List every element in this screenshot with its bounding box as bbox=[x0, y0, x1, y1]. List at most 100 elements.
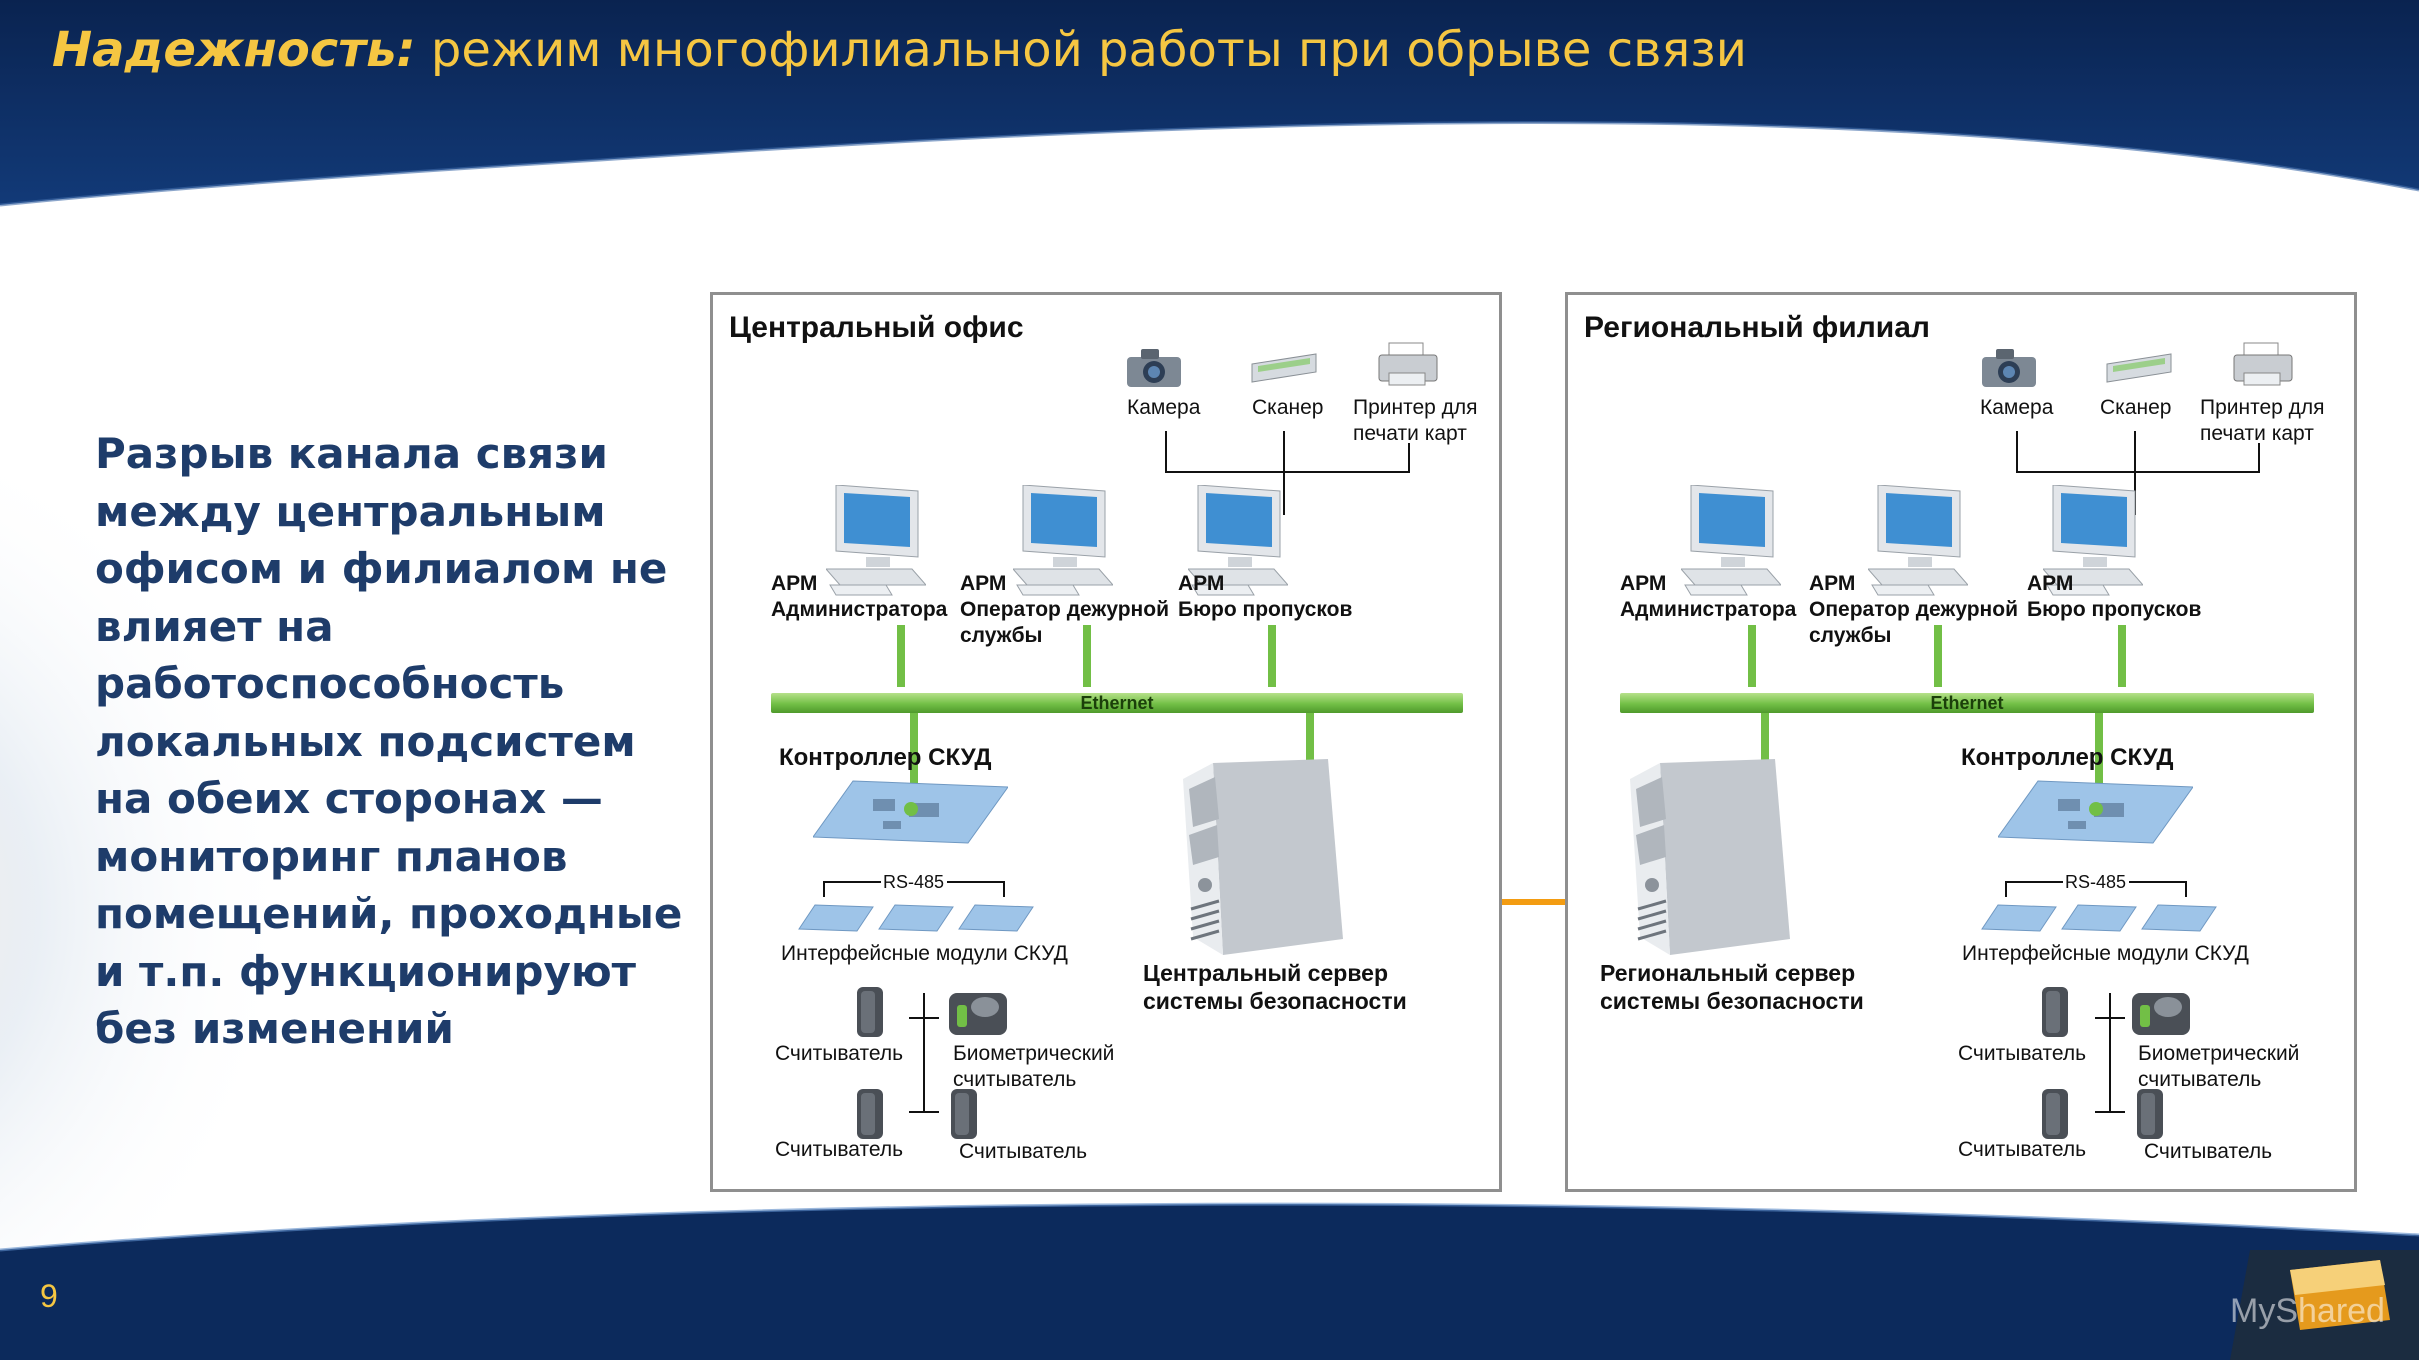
ethernet-link bbox=[897, 625, 905, 687]
computer-icon bbox=[1188, 485, 1288, 596]
scanner-icon bbox=[1251, 353, 1317, 383]
connector bbox=[1165, 471, 1410, 473]
biometric-reader-label: Биометрический считыватель bbox=[2138, 1042, 2300, 1091]
server-label: Центральный сервер системы безопасности bbox=[1143, 960, 1407, 1014]
ethernet-label: Ethernet bbox=[1080, 693, 1154, 713]
ethernet-bus: Ethernet bbox=[771, 693, 1463, 713]
connector bbox=[2258, 443, 2260, 473]
reader-icon bbox=[2137, 1089, 2163, 1139]
connector bbox=[2005, 881, 2063, 883]
ethernet-label: Ethernet bbox=[1930, 693, 2004, 713]
header-band bbox=[0, 0, 2419, 205]
reader-icon bbox=[2042, 987, 2068, 1037]
reader-icon bbox=[857, 1089, 883, 1139]
printer-icon bbox=[2233, 342, 2293, 386]
arm-pass-label: АРМ Бюро пропусков bbox=[2027, 572, 2202, 621]
connector bbox=[1283, 431, 1285, 473]
biometric-reader-icon bbox=[2132, 993, 2190, 1035]
biometric-reader-icon bbox=[949, 993, 1007, 1035]
controller-board-icon bbox=[813, 780, 1008, 844]
arm-duty-label: АРМ Оператор дежурной службы bbox=[960, 572, 1169, 647]
connector bbox=[923, 993, 925, 1111]
slide-title: Надежность: режим многофилиальной работы… bbox=[52, 22, 1747, 78]
rs485-label: RS-485 bbox=[883, 872, 945, 892]
server-icon bbox=[1630, 759, 1790, 955]
scanner-icon bbox=[2106, 353, 2172, 383]
body-text: Разрыв канала связи между центральным оф… bbox=[95, 429, 683, 1053]
modules-label: Интерфейсные модули СКУД bbox=[781, 942, 1068, 965]
security-badge bbox=[2230, 1250, 2419, 1360]
connector bbox=[1165, 431, 1167, 473]
rs485-label: RS-485 bbox=[2065, 872, 2127, 892]
interface-modules-icon bbox=[1981, 904, 2217, 932]
connector bbox=[2005, 881, 2007, 897]
connector bbox=[2016, 431, 2018, 473]
title-rest: режим многофилиальной работы при обрыве … bbox=[415, 22, 1747, 78]
ethernet-link bbox=[1934, 625, 1942, 687]
interface-modules-icon bbox=[798, 904, 1034, 932]
connector bbox=[2134, 431, 2136, 473]
camera-icon bbox=[1127, 349, 1181, 387]
connector bbox=[1003, 881, 1005, 897]
connector bbox=[909, 1111, 939, 1113]
biometric-reader-label: Биометрический считыватель bbox=[953, 1042, 1115, 1091]
shell-decoration bbox=[0, 340, 660, 1360]
connector bbox=[2016, 471, 2260, 473]
server-label: Региональный сервер системы безопасности bbox=[1600, 960, 1864, 1014]
reader-label: Считыватель bbox=[775, 1042, 904, 1065]
regional-branch-panel: Региональный филиал Камера Сканер Принте… bbox=[1565, 292, 2357, 1192]
arm-pass-label: АРМ Бюро пропусков bbox=[1178, 572, 1353, 621]
arm-duty-label: АРМ Оператор дежурной службы bbox=[1809, 572, 2018, 647]
computer-icon bbox=[1681, 485, 1781, 596]
ethernet-link bbox=[1306, 713, 1314, 765]
reader-label: Считыватель bbox=[775, 1138, 904, 1161]
reader-label: Считыватель bbox=[1958, 1138, 2087, 1161]
arm-admin-label: АРМ Администратора bbox=[1620, 572, 1797, 621]
ethernet-link bbox=[1268, 625, 1276, 687]
footer-band bbox=[0, 1204, 2419, 1360]
ethernet-link bbox=[910, 713, 918, 788]
connector bbox=[1408, 443, 1410, 473]
panel-title: Региональный филиал bbox=[1584, 311, 1930, 344]
connector bbox=[2129, 881, 2187, 883]
connector bbox=[947, 881, 1005, 883]
panel-title: Центральный офис bbox=[729, 311, 1024, 344]
computer-icon bbox=[2043, 485, 2143, 596]
camera-label: Камера bbox=[1980, 396, 2054, 419]
camera-label: Камера bbox=[1127, 396, 1201, 419]
connector bbox=[2095, 1017, 2125, 1019]
modules-label: Интерфейсные модули СКУД bbox=[1962, 942, 2249, 965]
scanner-label: Сканер bbox=[2100, 396, 2172, 419]
computer-icon bbox=[1013, 485, 1113, 596]
controller-label: Контроллер СКУД bbox=[779, 744, 992, 771]
page-number: 9 bbox=[40, 1278, 58, 1314]
ethernet-bus: Ethernet bbox=[1620, 693, 2314, 713]
computer-icon bbox=[826, 485, 926, 596]
printer-label: Принтер для печати карт bbox=[2200, 396, 2325, 445]
watermark: MyShared bbox=[2230, 1292, 2385, 1330]
connector bbox=[1283, 471, 1285, 515]
connector bbox=[823, 881, 825, 897]
title-emphasis: Надежность: bbox=[52, 22, 416, 78]
scanner-label: Сканер bbox=[1252, 396, 1324, 419]
reader-icon bbox=[857, 987, 883, 1037]
central-office-panel: Центральный офис Камера Сканер Принтер д… bbox=[710, 292, 1502, 1192]
computer-icon bbox=[1868, 485, 1968, 596]
printer-label: Принтер для печати карт bbox=[1353, 396, 1478, 445]
ethernet-link bbox=[1748, 625, 1756, 687]
connector bbox=[909, 1017, 939, 1019]
ethernet-link bbox=[1083, 625, 1091, 687]
reader-icon bbox=[2042, 1089, 2068, 1139]
connector bbox=[2095, 1111, 2125, 1113]
connector bbox=[823, 881, 881, 883]
ethernet-link bbox=[2095, 713, 2103, 788]
controller-board-icon bbox=[1998, 780, 2193, 844]
arm-admin-label: АРМ Администратора bbox=[771, 572, 948, 621]
connector bbox=[2185, 881, 2187, 897]
connector bbox=[2109, 993, 2111, 1111]
ethernet-link bbox=[1761, 713, 1769, 765]
ethernet-link bbox=[2118, 625, 2126, 687]
reader-label: Считыватель bbox=[1958, 1042, 2087, 1065]
reader-icon bbox=[951, 1089, 977, 1139]
controller-label: Контроллер СКУД bbox=[1961, 744, 2174, 771]
